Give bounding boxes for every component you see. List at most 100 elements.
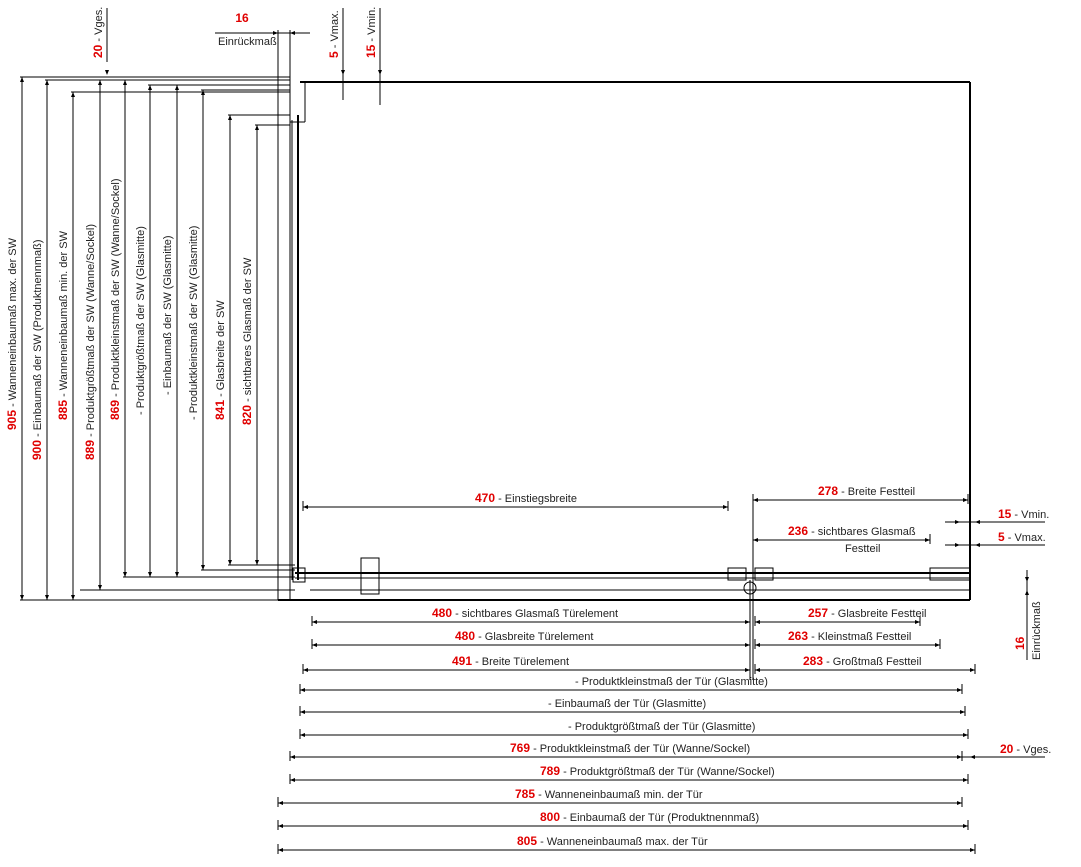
arrowhead (148, 85, 152, 90)
glass-panel-bottom (292, 495, 971, 680)
dimension-label: 257 - Glasbreite Festteil (808, 606, 926, 620)
dimension-label: 283 - Großtmaß Festteil (803, 654, 921, 668)
dimension-text: - Produktkleinstmaß der Tür (Glasmitte) (575, 676, 768, 688)
dimension-value: 278 (818, 484, 838, 498)
dimension-value: 20 (91, 44, 105, 58)
dimension-label: 869 - Produktkleinstmaß der SW (Wanne/So… (108, 178, 122, 420)
dimension-text: - Produktkleinstmaß der Tür (Wanne/Socke… (530, 743, 750, 755)
dimension-label: 841 - Glasbreite der SW (213, 300, 227, 420)
arrowhead (963, 824, 968, 828)
arrowhead (201, 565, 205, 570)
einrueckmass-value: 16 (235, 11, 249, 25)
dimension-text: - Produktgrößtmaß der Tür (Glasmitte) (568, 721, 755, 733)
dimension-label: 769 - Produktkleinstmaß der Tür (Wanne/S… (510, 741, 750, 755)
arrowhead (963, 733, 968, 737)
dimension-text: - Wanneneinbaumaß min. der Tür (535, 789, 703, 801)
arrowhead (20, 595, 24, 600)
dimension-text: Festteil (845, 543, 880, 555)
dimension-label: 789 - Produktgrößtmaß der Tür (Wanne/Soc… (540, 764, 775, 778)
dimension-value: 5 (998, 530, 1005, 544)
dimension-label: 263 - Kleinstmaß Festteil (788, 629, 911, 643)
einrueckmass-label: Einrückmaß (1031, 601, 1043, 660)
dimension-text: - sichtbares Glasmaß der SW (242, 257, 254, 405)
arrowhead (753, 538, 758, 542)
dimension-value: 263 (788, 629, 808, 643)
arrowhead (273, 31, 278, 35)
arrowhead (955, 520, 960, 524)
arrowhead (123, 572, 127, 577)
arrowhead (290, 755, 295, 759)
dimension-text: - sichtbares Glasmaß (808, 526, 916, 538)
arrowhead (45, 80, 49, 85)
dimension-text: - Produktkleinstmaß der SW (Wanne/Sockel… (110, 178, 122, 400)
dimension-value: 800 (540, 810, 560, 824)
dimension-text: - Einbaumaß der SW (Glasmitte) (162, 235, 174, 395)
dimension-text: - Vmax. (329, 10, 341, 51)
arrowhead (970, 848, 975, 852)
arrowhead (341, 70, 345, 75)
arrowhead (955, 543, 960, 547)
arrowhead (1025, 590, 1029, 595)
arrowhead (148, 572, 152, 577)
arrowhead (925, 538, 930, 542)
dimension-text: - Produktgrößtmaß der SW (Wanne/Sockel) (85, 224, 97, 440)
dimension-value: 805 (517, 834, 537, 848)
arrowhead (201, 90, 205, 95)
arrowhead (175, 572, 179, 577)
dimension-text: - Einbaumaß der SW (Produktnennmaß) (32, 239, 44, 440)
dimension-label: 480 - sichtbares Glasmaß Türelement (432, 606, 618, 620)
arrowhead (915, 620, 920, 624)
dimension-text: - Großtmaß Festteil (823, 656, 921, 668)
dimension-value: 480 (432, 606, 452, 620)
dimension-value: 20 (1000, 742, 1014, 756)
door-handle (360, 557, 380, 595)
dimension-label: 236 - sichtbares Glasmaß (788, 524, 916, 538)
dimension-text: - Produktkleinstmaß der SW (Glasmitte) (188, 226, 200, 420)
dimension-label: - Produktgrößtmaß der SW (Glasmitte) (135, 226, 147, 415)
dimension-text: - Einbaumaß der Tür (Glasmitte) (548, 698, 706, 710)
dimension-text: - Vges. (1013, 744, 1051, 756)
dimension-label: 885 - Wanneneinbaumaß min. der SW (56, 230, 70, 420)
arrowhead (228, 115, 232, 120)
dimension-label: 785 - Wanneneinbaumaß min. der Tür (515, 787, 703, 801)
arrowhead (935, 643, 940, 647)
arrowhead (312, 643, 317, 647)
arrowhead (290, 31, 295, 35)
dimension-label: 20 - Vges. (91, 7, 105, 58)
dimension-value: 869 (108, 400, 122, 420)
einrueckmass-value: 16 (1013, 636, 1027, 650)
arrowhead (1025, 577, 1029, 582)
arrowhead (970, 668, 975, 672)
arrowhead (303, 668, 308, 672)
arrowhead (312, 620, 317, 624)
dimension-label: 480 - Glasbreite Türelement (455, 629, 593, 643)
arrowhead (105, 70, 109, 75)
dimension-value: 785 (515, 787, 535, 801)
dimension-value: 283 (803, 654, 823, 668)
arrowhead (300, 733, 305, 737)
dimension-label: 278 - Breite Festteil (818, 484, 915, 498)
enclosure-outline (80, 76, 971, 601)
dimension-value: 15 (364, 44, 378, 58)
arrowhead (98, 585, 102, 590)
dimension-label: 905 - Wanneneinbaumaß max. der SW (5, 237, 19, 430)
dimension-text: - Wanneneinbaumaß max. der SW (7, 237, 19, 410)
dimension-text: - Kleinstmaß Festteil (808, 631, 911, 643)
dimension-label: 805 - Wanneneinbaumaß max. der Tür (517, 834, 708, 848)
arrowhead (975, 520, 980, 524)
dimension-label: 889 - Produktgrößtmaß der SW (Wanne/Sock… (83, 224, 97, 460)
dimension-text: - Einbaumaß der Tür (Produktnennmaß) (560, 812, 759, 824)
arrowhead (300, 688, 305, 692)
dimension-label: 900 - Einbaumaß der SW (Produktnennmaß) (30, 239, 44, 460)
dimension-label: 20 - Vges. (1000, 742, 1051, 756)
dimension-text: - Vmin. (366, 7, 378, 45)
dimension-label: 820 - sichtbares Glasmaß der SW (240, 257, 254, 425)
dimension-value: 5 (327, 51, 341, 58)
dimension-value: 491 (452, 654, 472, 668)
dimension-value: 885 (56, 400, 70, 420)
arrowhead (278, 801, 283, 805)
dimension-text: - sichtbares Glasmaß Türelement (452, 608, 618, 620)
dimension-label: 15 - Vmin. (998, 507, 1049, 521)
dimension-label: 800 - Einbaumaß der Tür (Produktnennmaß) (540, 810, 759, 824)
